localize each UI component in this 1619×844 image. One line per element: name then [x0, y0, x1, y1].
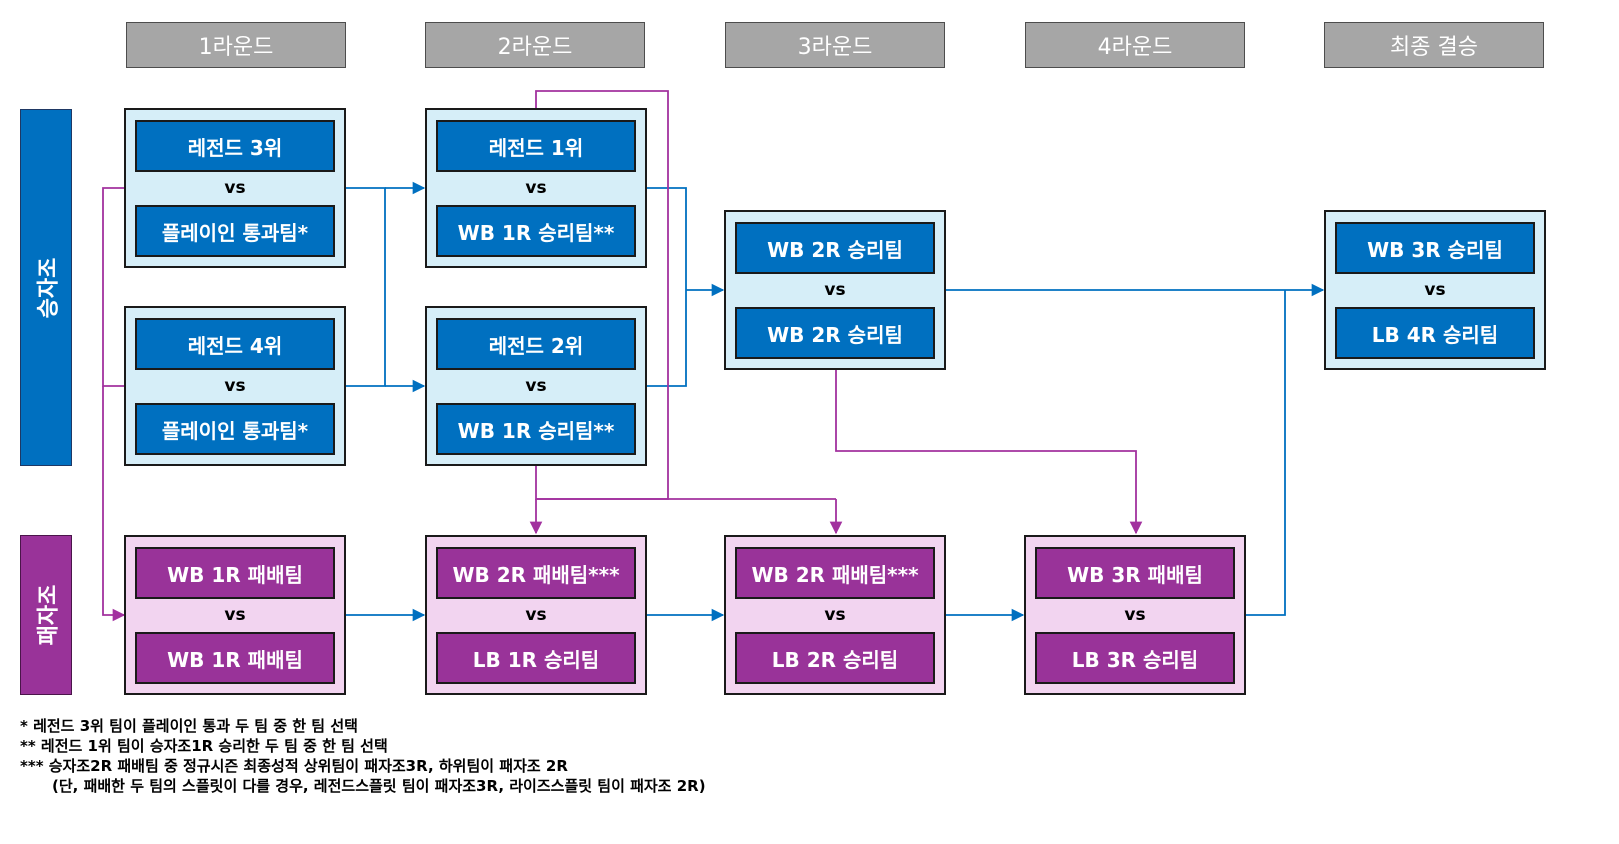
team-slot: 레전드 4위: [135, 318, 335, 370]
round-header-2: 2라운드: [425, 22, 645, 68]
connector-lb-r4-to-final: [1246, 290, 1286, 616]
team-slot: LB 3R 승리팀: [1035, 632, 1235, 684]
match-final: WB 3R 승리팀 vs LB 4R 승리팀: [1324, 210, 1546, 370]
team-slot: 플레이인 통과팀*: [135, 205, 335, 257]
footnote-3-detail: (단, 패배한 두 팀의 스플릿이 다를 경우, 레전드스플릿 팀이 패자조3R…: [52, 777, 706, 795]
match-lb-r4: WB 3R 패배팀 vs LB 3R 승리팀: [1024, 535, 1246, 695]
team-slot: WB 2R 패배팀***: [735, 547, 935, 599]
vs-label: vs: [1124, 605, 1146, 625]
winners-bracket-label: 승자조: [20, 109, 72, 466]
match-wb-r2-m2: 레전드 2위 vs WB 1R 승리팀**: [425, 306, 647, 466]
connector-wb-r2-to-r3: [647, 187, 687, 387]
match-lb-r1: WB 1R 패배팀 vs WB 1R 패배팀: [124, 535, 346, 695]
team-slot: WB 3R 승리팀: [1335, 222, 1535, 274]
team-slot: LB 2R 승리팀: [735, 632, 935, 684]
connector-wb-r3-loser: [835, 369, 1143, 535]
team-slot: 레전드 1위: [436, 120, 636, 172]
vs-label: vs: [224, 178, 246, 198]
vs-label: vs: [525, 605, 547, 625]
connector-wb-r1-losers-arrow: [102, 386, 126, 622]
footnotes: * 레전드 3위 팀이 플레이인 통과 두 팀 중 한 팀 선택 ** 레전드 …: [20, 716, 706, 796]
round-header-1: 1라운드: [126, 22, 346, 68]
team-slot: 레전드 2위: [436, 318, 636, 370]
vs-label: vs: [824, 605, 846, 625]
vs-label: vs: [224, 605, 246, 625]
team-slot: WB 1R 패배팀: [135, 632, 335, 684]
team-slot: LB 4R 승리팀: [1335, 307, 1535, 359]
footnote-1: * 레전드 3위 팀이 플레이인 통과 두 팀 중 한 팀 선택: [20, 717, 358, 735]
round-header-4: 4라운드: [1025, 22, 1245, 68]
vs-label: vs: [1424, 280, 1446, 300]
team-slot: WB 2R 승리팀: [735, 222, 935, 274]
team-slot: 플레이인 통과팀*: [135, 403, 335, 455]
match-lb-r2: WB 2R 패배팀*** vs LB 1R 승리팀: [425, 535, 647, 695]
round-header-final: 최종 결승: [1324, 22, 1544, 68]
footnote-3: *** 승자조2R 패배팀 중 정규시즌 최종성적 상위팀이 패자조3R, 하위…: [20, 757, 568, 775]
connector-wb-r1-losers: [102, 187, 124, 387]
team-slot: WB 2R 승리팀: [735, 307, 935, 359]
match-wb-r1-m2: 레전드 4위 vs 플레이인 통과팀*: [124, 306, 346, 466]
team-slot: LB 1R 승리팀: [436, 632, 636, 684]
team-slot: WB 1R 패배팀: [135, 547, 335, 599]
team-slot: WB 3R 패배팀: [1035, 547, 1235, 599]
team-slot: WB 1R 승리팀**: [436, 403, 636, 455]
team-slot: WB 2R 패배팀***: [436, 547, 636, 599]
connector-wb-r2-m2-loser: [535, 466, 836, 500]
team-slot: WB 1R 승리팀**: [436, 205, 636, 257]
footnote-2: ** 레전드 1위 팀이 승자조1R 승리한 두 팀 중 한 팀 선택: [20, 737, 388, 755]
match-lb-r3: WB 2R 패배팀*** vs LB 2R 승리팀: [724, 535, 946, 695]
connector-wb-r1-to-r2: [346, 187, 386, 387]
losers-bracket-label: 패자조: [20, 535, 72, 695]
match-wb-r1-m1: 레전드 3위 vs 플레이인 통과팀*: [124, 108, 346, 268]
round-header-3: 3라운드: [725, 22, 945, 68]
match-wb-r3: WB 2R 승리팀 vs WB 2R 승리팀: [724, 210, 946, 370]
losers-bracket-label-text: 패자조: [36, 584, 62, 646]
match-wb-r2-m1: 레전드 1위 vs WB 1R 승리팀**: [425, 108, 647, 268]
vs-label: vs: [525, 178, 547, 198]
vs-label: vs: [824, 280, 846, 300]
team-slot: 레전드 3위: [135, 120, 335, 172]
winners-bracket-label-text: 승자조: [36, 257, 62, 318]
vs-label: vs: [525, 376, 547, 396]
vs-label: vs: [224, 376, 246, 396]
